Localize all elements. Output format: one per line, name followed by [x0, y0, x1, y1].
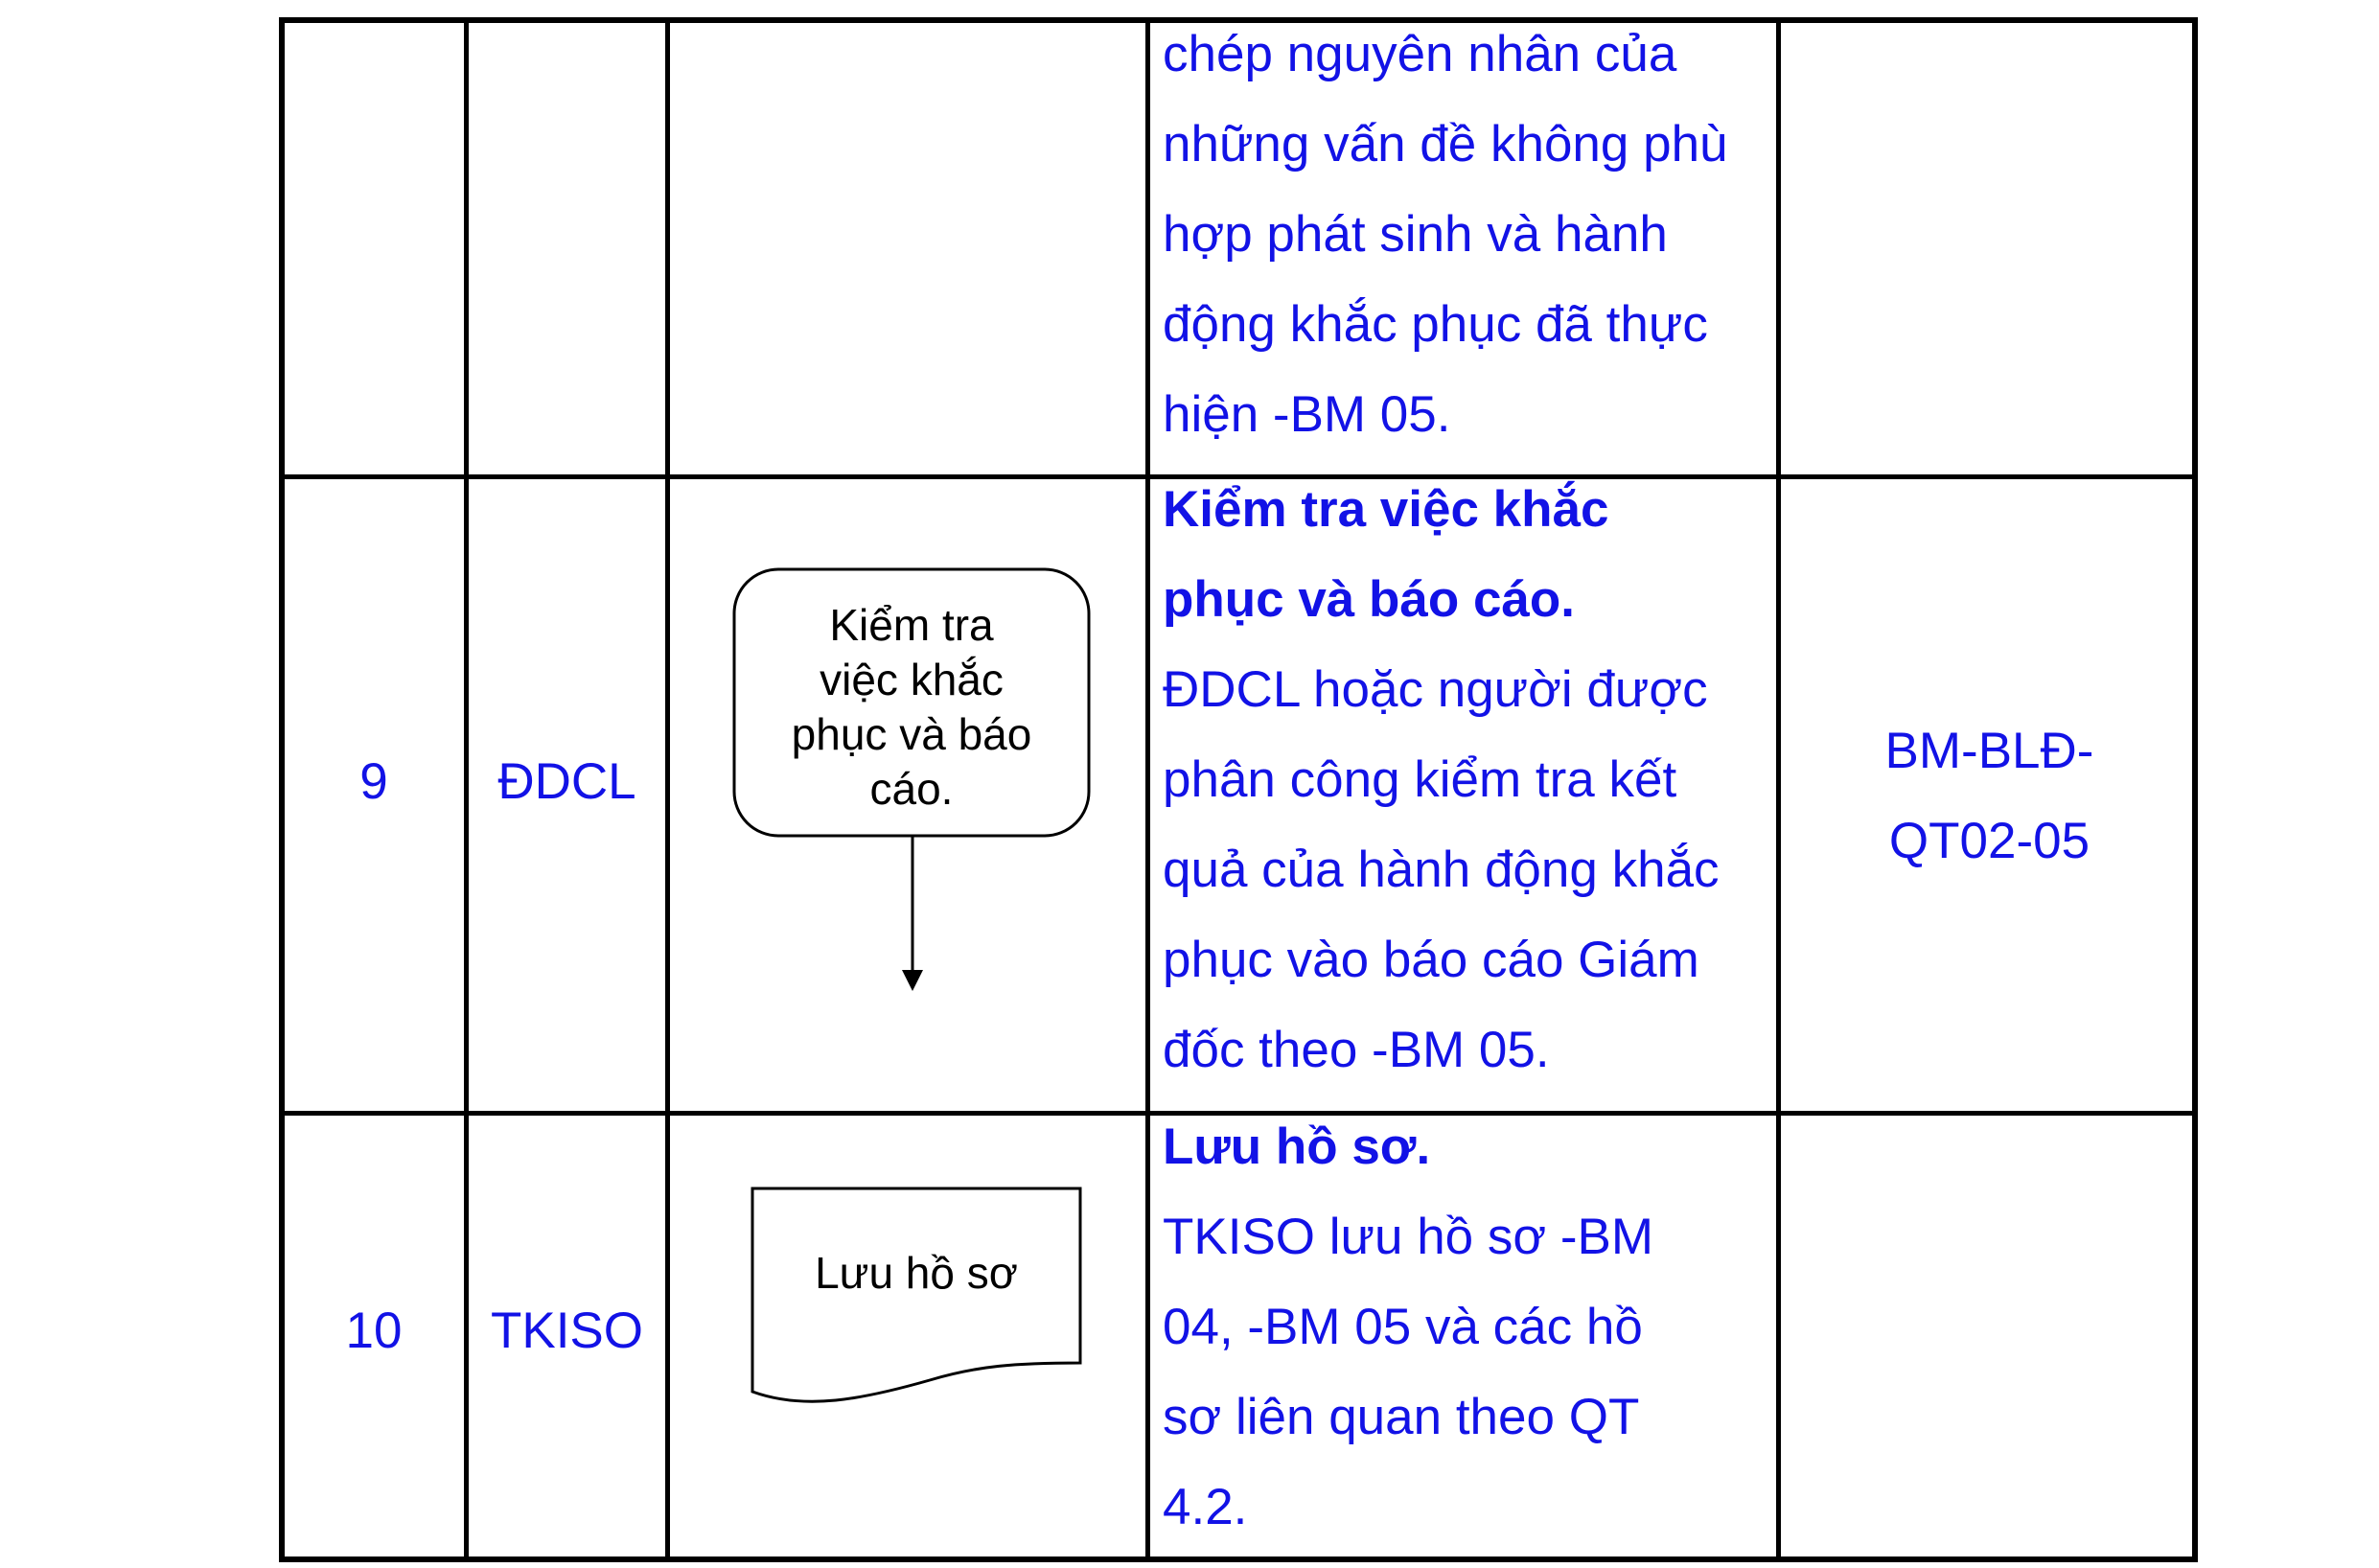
description-line: 4.2.	[1163, 1479, 1248, 1535]
description-line: phân công kiểm tra kết	[1163, 751, 1677, 808]
step-title-line: Kiểm tra việc khắc	[1163, 481, 1609, 538]
step-number: 10	[345, 1303, 403, 1359]
column-divider	[1145, 17, 1150, 1562]
description-line: động khắc phục đã thực	[1163, 296, 1708, 353]
description-line: ĐDCL hoặc người được	[1163, 661, 1708, 718]
description-line: hợp phát sinh và hành	[1163, 206, 1668, 263]
description-line: đốc theo -BM 05.	[1163, 1022, 1550, 1078]
process-box-line: Kiểm tra	[829, 600, 994, 650]
column-divider	[464, 17, 469, 1562]
row-divider	[279, 474, 2198, 479]
responsible-party: TKISO	[490, 1303, 644, 1359]
process-box-line: phục và báo	[791, 709, 1032, 759]
description-line: phục vào báo cáo Giám	[1163, 932, 1699, 988]
document-shape	[751, 1187, 1082, 1403]
description-line: quả của hành động khắc	[1163, 842, 1720, 898]
column-divider	[665, 17, 670, 1562]
form-reference: BM-BLĐ- QT02-05	[1781, 706, 2198, 887]
step-title-line: Lưu hồ sơ.	[1163, 1118, 1431, 1175]
column-divider	[1776, 17, 1781, 1562]
procedure-table	[279, 17, 2198, 1562]
description-line: sơ liên quan theo QT	[1163, 1389, 1640, 1445]
responsible-party: ĐDCL	[497, 753, 636, 810]
form-reference-line: BM-BLĐ-	[1884, 723, 2094, 779]
form-reference-line: QT02-05	[1888, 813, 2090, 869]
process-box-line: việc khắc	[820, 655, 1004, 704]
row-divider	[279, 1111, 2198, 1116]
arrow-head-icon	[902, 970, 923, 991]
description-line: TKISO lưu hồ sơ -BM	[1163, 1209, 1654, 1265]
step-number: 9	[359, 753, 388, 810]
description-line: chép nguyên nhân của	[1163, 26, 1677, 82]
document-shape-label: Lưu hồ sơ	[815, 1248, 1018, 1298]
process-box-line: cáo.	[869, 764, 954, 814]
description-line: hiện -BM 05.	[1163, 386, 1451, 443]
table-row-continued-description: chép nguyên nhân của những vấn đề không …	[1163, 10, 1747, 460]
step-9-description: Kiểm tra việc khắc phục và báo cáo. ĐDCL…	[1163, 465, 1747, 1095]
process-box-label: Kiểm tra việc khắc phục và báo cáo.	[734, 598, 1089, 817]
description-line: những vấn đề không phù	[1163, 116, 1728, 173]
step-10-description: Lưu hồ sơ. TKISO lưu hồ sơ -BM 04, -BM 0…	[1163, 1102, 1747, 1553]
description-line: 04, -BM 05 và các hồ	[1163, 1299, 1643, 1355]
step-title-line: phục và báo cáo.	[1163, 571, 1576, 628]
